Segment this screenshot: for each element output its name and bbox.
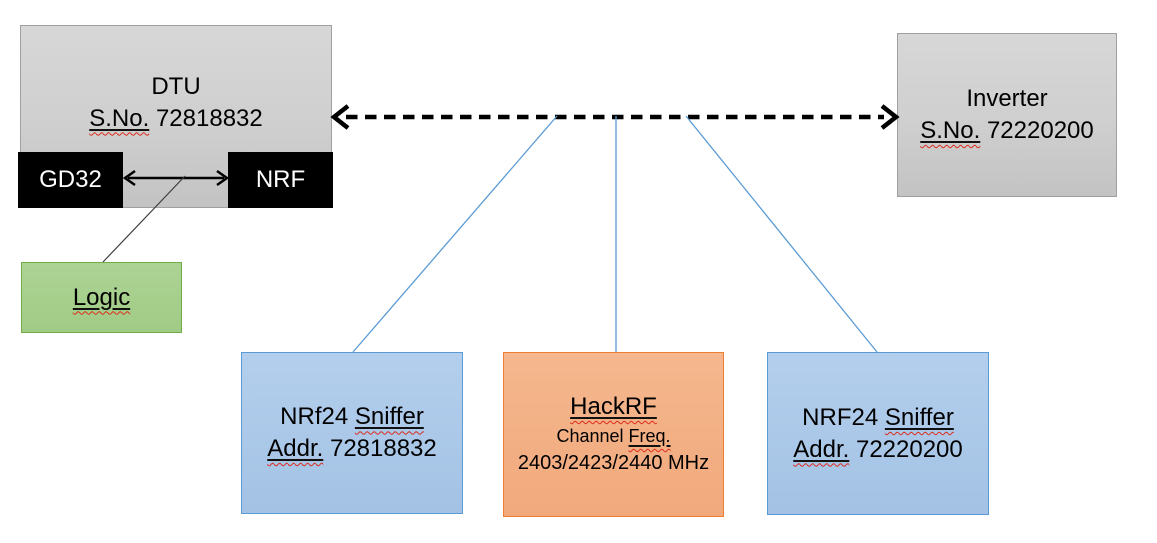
sniffer-dtu-name: NRf24 (280, 403, 349, 431)
hackrf-channel-line: Channel Freq. (556, 423, 670, 449)
inverter-title: Inverter (966, 85, 1048, 113)
inverter-serial-line: S.No. 72220200 (920, 115, 1093, 147)
sniffer-dtu-name-word: Sniffer (354, 403, 424, 431)
inverter-serial: 72220200 (986, 117, 1094, 144)
sniffer-inverter-name: NRF24 (802, 403, 879, 431)
sniffer-inverter-addr-line: Addr. 72220200 (793, 434, 963, 466)
sniffer-inverter-addr: 72220200 (855, 435, 963, 463)
hackrf-title-line: HackRF (570, 391, 657, 423)
gd32-chip: GD32 (18, 152, 123, 208)
gd32-label: GD32 (39, 166, 102, 194)
sniffer-dtu-name-line: NRf24 Sniffer (280, 401, 424, 433)
sniffer-dtu-addr-label: Addr. (267, 435, 324, 462)
sniffer-dtu-addr-line: Addr. 72818832 (267, 433, 437, 465)
sniffer-inverter-addr-label: Addr. (793, 435, 850, 463)
hackrf-title: HackRF (570, 393, 657, 421)
logic-box: Logic (21, 262, 182, 333)
sniffer-dtu-box: NRf24 Sniffer Addr. 72818832 (241, 352, 463, 514)
sniffer-dtu-connector-line (352, 115, 558, 353)
logic-label: Logic (72, 283, 131, 311)
sniffer-inverter-name-word: Sniffer (884, 403, 954, 431)
dtu-serial: 72818832 (155, 104, 263, 132)
sniffer-inverter-box: NRF24 Sniffer Addr. 72220200 (767, 352, 989, 515)
dtu-serial-label: S.No. (89, 104, 150, 132)
nrf-label: NRF (255, 166, 306, 194)
inverter-box: Inverter S.No. 72220200 (897, 33, 1117, 197)
hackrf-channel-label: Channel (556, 425, 624, 446)
hackrf-box: HackRF Channel Freq. 2403/2423/2440 MHz (503, 352, 724, 517)
dtu-serial-line: S.No. 72818832 (89, 103, 262, 135)
sniffer-inverter-connector-line (685, 115, 878, 353)
sniffer-dtu-addr: 72818832 (329, 435, 437, 462)
sniffer-inverter-name-line: NRF24 Sniffer (802, 402, 954, 434)
dtu-title: DTU (151, 72, 201, 100)
dtu-inverter-dashed-arrow (330, 104, 900, 130)
nrf-chip: NRF (228, 152, 333, 208)
hackrf-frequencies: 2403/2423/2440 MHz (517, 451, 710, 474)
inverter-serial-label: S.No. (920, 117, 981, 144)
hackrf-freq-label: Freq. (628, 425, 671, 446)
